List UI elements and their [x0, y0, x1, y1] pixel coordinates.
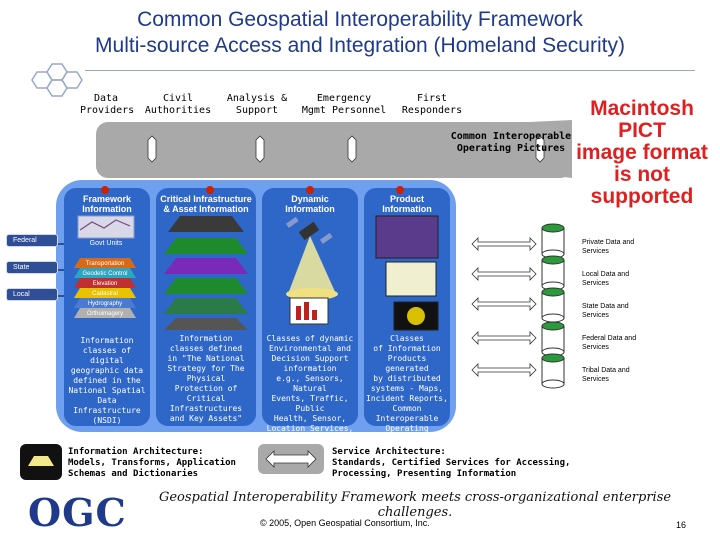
layer-label: Orthoimagery: [86, 311, 124, 317]
info-architecture-icon: [20, 444, 62, 480]
layer-stack: [74, 258, 136, 318]
role-analysis-support: Analysis &Support: [226, 93, 288, 116]
layer-label: Elevation: [92, 281, 118, 287]
cop-label: Common Interoperable Operating Pictures: [450, 131, 572, 154]
layer-label: Cadastral: [92, 291, 118, 297]
page-title: Common Geospatial Interoperability Frame…: [137, 8, 583, 31]
layer-label: Geodetic Control: [82, 271, 128, 277]
side-label-local: Local: [6, 288, 58, 301]
pict-unsupported-notice: Macintosh PICT image format is not suppo…: [576, 97, 708, 208]
column-head-critical: Critical Infrastructure& Asset Informati…: [160, 194, 252, 214]
infrastructure-stack: [164, 216, 248, 330]
sensor-dot: [206, 186, 214, 194]
layer-labels: Transportation Geodetic Control Elevatio…: [74, 259, 136, 319]
footer-tagline: Geospatial Interoperability Framework me…: [158, 490, 672, 520]
sensor-footprint: [286, 288, 338, 300]
sensor-dot: [101, 186, 109, 194]
database-cylinders: [541, 223, 565, 389]
copyright: © 2005, Open Geospatial Consortium, Inc.: [260, 518, 430, 528]
product-image-1: [375, 215, 439, 259]
page-number: 16: [676, 520, 687, 530]
layer-label: Hydrography: [87, 301, 123, 307]
service-architecture-legend: Service Architecture: Standards, Certifi…: [332, 447, 571, 479]
satellite-icon: [285, 216, 333, 244]
ogc-logo: OGC: [28, 490, 127, 535]
product-image-2: [385, 261, 437, 297]
service-connectors: [471, 237, 537, 377]
cop-funnel: [400, 120, 572, 178]
hexagon-logo-icon: [31, 63, 83, 97]
sensor-cone: [288, 236, 336, 294]
side-label-federal: Federal: [6, 234, 58, 247]
sensor-dot: [396, 186, 404, 194]
side-label-state: State: [6, 261, 58, 274]
service-architecture-icon: [258, 444, 324, 474]
info-architecture-legend: Information Architecture: Models, Transf…: [68, 447, 236, 479]
page-subtitle: Multi-source Access and Integration (Hom…: [95, 34, 625, 57]
sensor-dot: [306, 186, 314, 194]
layer-label: Transportation: [85, 261, 125, 267]
map-label: Govt Units: [89, 240, 123, 247]
band-connectors: [147, 135, 545, 163]
title-rule: [85, 70, 695, 71]
